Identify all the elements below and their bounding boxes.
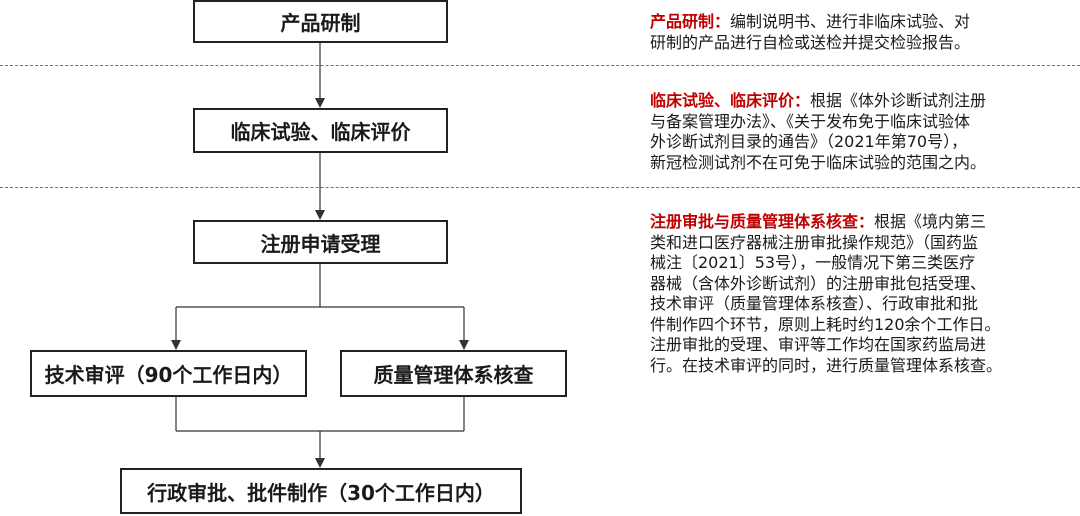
note-clinical-trial: 临床试验、临床评价：根据《体外诊断试剂注册 与备案管理办法》、《关于发布免于临床… [650, 91, 1075, 173]
step-clinical-trial: 临床试验、临床评价 [193, 108, 448, 153]
note-product-development: 产品研制：编制说明书、进行非临床试验、对 研制的产品进行自检或送检并提交检验报告… [650, 12, 1075, 53]
divider [0, 65, 1080, 66]
note-heading: 注册审批与质量管理体系核查： [650, 212, 875, 231]
note-heading: 产品研制： [650, 12, 731, 31]
note-heading: 临床试验、临床评价： [650, 91, 811, 110]
note-line: 行。在技术审评的同时，进行质量管理体系核查。 [650, 355, 1003, 375]
note-registration-approval: 注册审批与质量管理体系核查：根据《境内第三 类和进口医疗器械注册审批操作规范》（… [650, 212, 1075, 376]
note-line: 新冠检测试剂不在可免于临床试验的范围之内。 [650, 152, 987, 172]
note-line: 技术审评（质量管理体系核查）、行政审批和批 [650, 294, 979, 313]
divider [0, 187, 1080, 188]
note-line: 械注〔2021〕53号），一般情况下第三类医疗 [650, 253, 976, 272]
note-line: 根据《境内第三 [874, 212, 987, 231]
note-line: 件制作四个环节，原则上耗时约120余个工作日。 [650, 314, 1001, 334]
step-product-development: 产品研制 [193, 0, 448, 43]
step-administrative-approval: 行政审批、批件制作（30个工作日内） [120, 468, 522, 514]
step-qms-inspection: 质量管理体系核查 [340, 350, 567, 397]
note-line: 研制的产品进行自检或送检并提交检验报告。 [650, 32, 971, 52]
note-line: 器械（含体外诊断试剂）的注册审批包括受理、 [650, 273, 987, 293]
note-line: 根据《体外诊断试剂注册 [810, 91, 987, 110]
note-line: 编制说明书、进行非临床试验、对 [730, 12, 971, 31]
note-line: 与备案管理办法》、《关于发布免于临床试验体 [650, 111, 971, 131]
step-registration-acceptance: 注册申请受理 [193, 220, 448, 264]
step-technical-review: 技术审评（90个工作日内） [30, 350, 307, 397]
note-line: 注册审批的受理、审评等工作均在国家药监局进 [650, 335, 987, 354]
note-line: 外诊断试剂目录的通告》（2021年第70号）， [650, 132, 968, 151]
note-line: 类和进口医疗器械注册审批操作规范》（国药监 [650, 232, 979, 252]
